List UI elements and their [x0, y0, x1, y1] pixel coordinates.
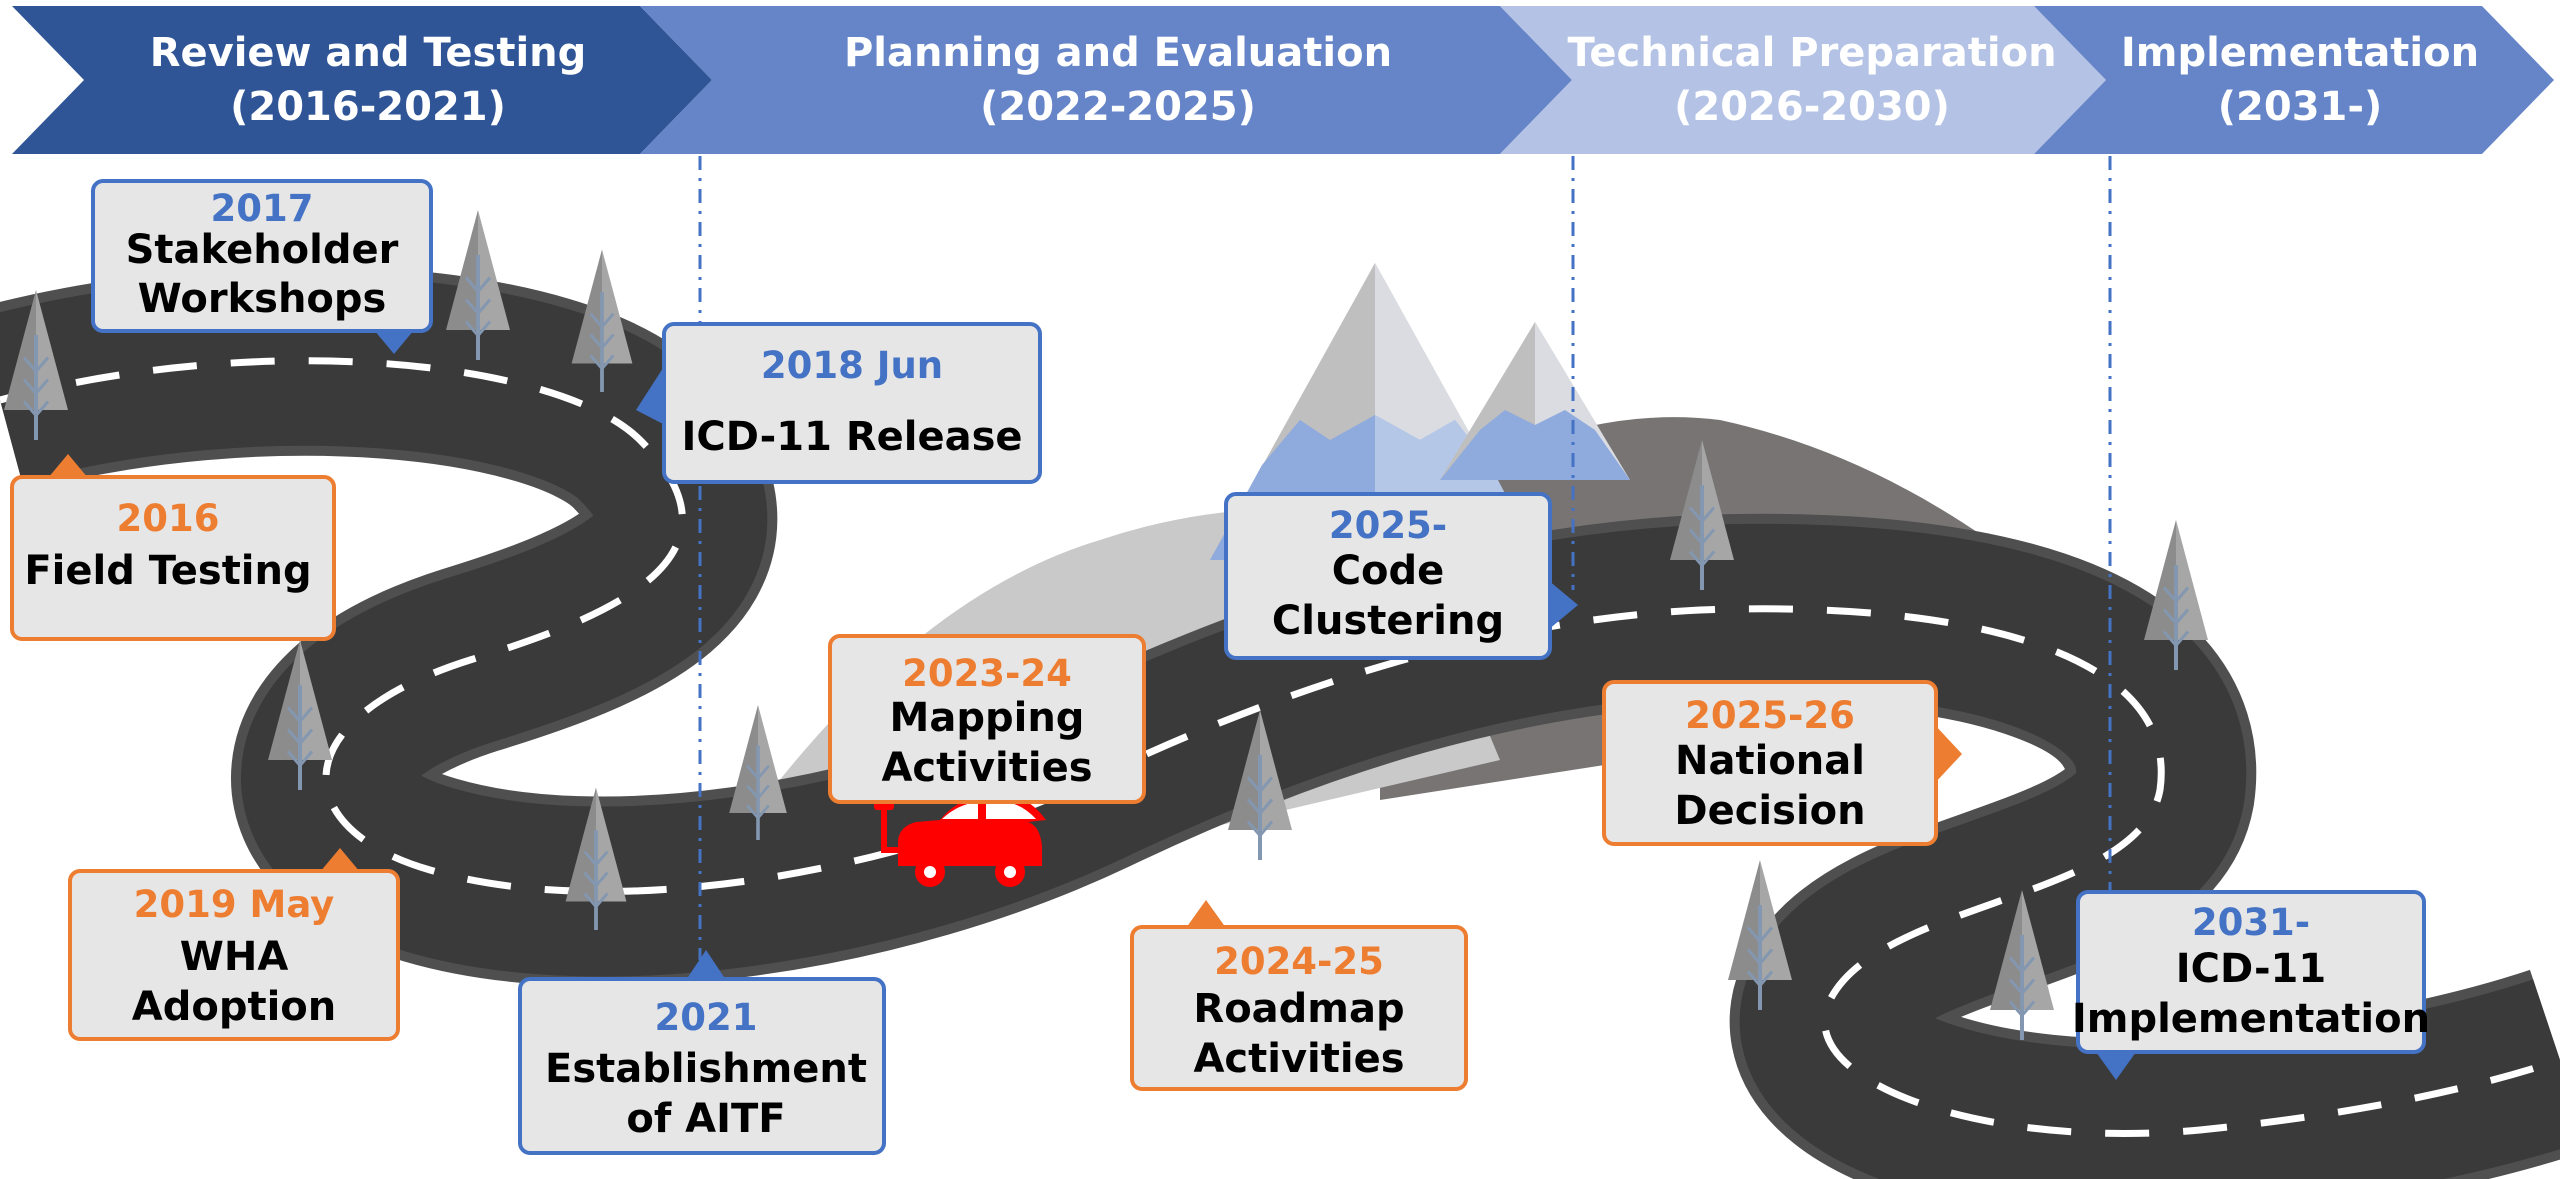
milestone-label: Code	[1332, 548, 1445, 594]
snow-peak-small	[1440, 322, 1630, 480]
milestone-label: Mapping	[890, 695, 1085, 741]
milestones: 2017 Stakeholder Workshops 2018 Jun ICD-…	[10, 179, 2430, 1155]
milestone-label: Roadmap	[1193, 986, 1404, 1032]
milestone-card: 2017 Stakeholder Workshops	[91, 179, 433, 354]
milestone-date: 2031-	[2192, 901, 2310, 944]
tree-icon	[446, 210, 510, 360]
milestone-label: Activities	[1193, 1036, 1404, 1082]
tree-icon	[1228, 710, 1292, 860]
tree-icon	[1990, 890, 2054, 1040]
milestone-date: 2016	[117, 497, 220, 540]
phase-implementation: Implementation (2031-)	[2034, 6, 2554, 154]
milestone-card: 2024-25 Roadmap Activities	[1130, 900, 1468, 1091]
milestone-date: 2024-25	[1214, 940, 1384, 983]
milestone-card: 2025-26 National Decision	[1602, 680, 1962, 846]
milestone-label: Adoption	[132, 984, 337, 1030]
phase-years: (2016-2021)	[230, 84, 506, 130]
milestone-date: 2025-26	[1685, 694, 1855, 737]
phase-name: Planning and Evaluation	[844, 30, 1392, 76]
milestone-label: National	[1675, 738, 1865, 784]
milestone-label: Establishment	[545, 1046, 867, 1092]
tree-icon	[729, 705, 787, 840]
milestone-card: 2019 May WHA Adoption	[68, 848, 400, 1041]
milestone-date: 2018 Jun	[761, 344, 943, 387]
tree-icon	[1728, 860, 1792, 1010]
milestone-date: 2025-	[1329, 504, 1447, 547]
milestone-label: Field Testing	[24, 548, 311, 594]
milestone-label: Activities	[881, 745, 1092, 791]
milestone-label: Workshops	[138, 276, 387, 322]
trees	[4, 210, 2208, 1040]
milestone-label: WHA	[180, 934, 289, 980]
tree-icon	[268, 640, 332, 790]
milestone-date: 2023-24	[902, 652, 1072, 695]
phase-review-testing: Review and Testing (2016-2021)	[12, 6, 712, 154]
phase-name: Implementation	[2121, 30, 2479, 76]
milestone-label: ICD-11 Release	[681, 414, 1022, 460]
milestone-date: 2017	[211, 187, 314, 230]
milestone-card: 2021 Establishment of AITF	[518, 950, 886, 1155]
phase-years: (2026-2030)	[1674, 84, 1950, 130]
tree-icon	[2144, 520, 2208, 670]
phase-planning-evaluation: Planning and Evaluation (2022-2025)	[640, 6, 1572, 154]
milestone-date: 2021	[655, 996, 758, 1039]
tree-icon	[4, 290, 68, 440]
milestone-card: 2031- ICD-11 Implementation	[2072, 890, 2430, 1080]
tree-icon	[1670, 440, 1734, 590]
milestone-label: Clustering	[1272, 598, 1504, 644]
milestone-label: of AITF	[626, 1096, 785, 1142]
phase-technical-preparation: Technical Preparation (2026-2030)	[1500, 6, 2106, 154]
phase-dividers	[698, 156, 2112, 960]
milestone-label: Stakeholder	[126, 227, 399, 273]
milestone-label: Implementation	[2072, 996, 2430, 1042]
phase-header: Review and Testing (2016-2021) Planning …	[12, 6, 2554, 154]
tree-icon	[571, 249, 633, 392]
milestone-date: 2019 May	[134, 883, 335, 926]
road	[0, 265, 2560, 1179]
milestone-label: Decision	[1674, 788, 1865, 834]
milestone-label: ICD-11	[2176, 946, 2326, 992]
tree-icon	[565, 787, 627, 930]
phase-years: (2031-)	[2218, 84, 2383, 130]
milestone-card: 2018 Jun ICD-11 Release	[636, 322, 1042, 484]
phase-years: (2022-2025)	[980, 84, 1256, 130]
milestone-card: 2023-24 Mapping Activities	[828, 634, 1146, 804]
road-center-line	[0, 357, 2560, 1137]
milestone-card: 2016 Field Testing	[10, 454, 336, 641]
phase-name: Review and Testing	[150, 30, 587, 76]
milestone-card: 2025- Code Clustering	[1224, 492, 1578, 660]
phase-name: Technical Preparation	[1567, 30, 2056, 76]
